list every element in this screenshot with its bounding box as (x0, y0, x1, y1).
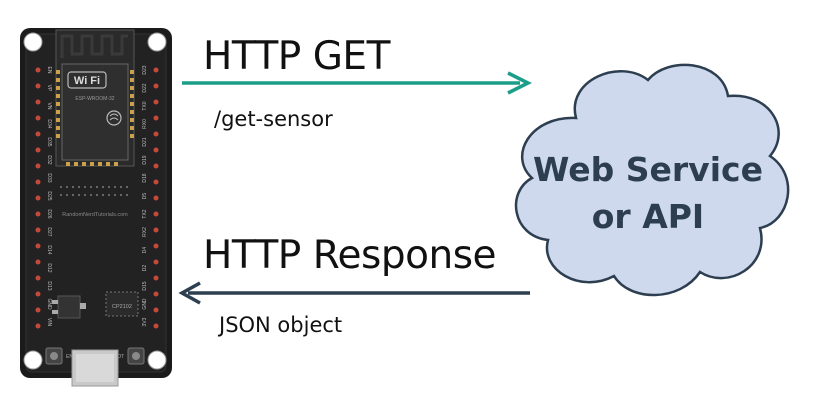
pin-label: D27 (46, 227, 52, 236)
antenna-icon (60, 34, 128, 58)
mount-hole-icon (147, 350, 167, 370)
pin-label: D14 (46, 245, 52, 254)
wifi-module: Wi Fi ESP-WROOM-32 (55, 29, 135, 167)
pin-label: D26 (46, 209, 52, 218)
board-watermark: RandomNerdTutorials.com (62, 212, 128, 218)
pin-label: D4 (142, 247, 148, 254)
request-path: /get-sensor (214, 107, 333, 131)
en-button-label: EN (66, 354, 73, 360)
module-label: ESP-WROOM-32 (75, 96, 114, 102)
pin-label: D22 (142, 83, 148, 92)
cloud-icon (514, 63, 790, 297)
pin-label: GND (46, 298, 52, 310)
header-pins-right (153, 67, 159, 329)
wifi-logo-icon (67, 71, 107, 89)
usb-chip-icon (105, 291, 139, 317)
header-pins-left (35, 67, 41, 329)
request-arrow (182, 71, 532, 95)
request-title: HTTP GET (203, 34, 390, 79)
pin-label: VP (46, 85, 52, 92)
pin-label: D19 (142, 155, 148, 164)
response-arrow (178, 281, 530, 305)
pin-label: VIN (46, 318, 52, 327)
response-title: HTTP Response (203, 233, 497, 278)
pin-label: D25 (46, 191, 52, 200)
pin-label: EN (46, 67, 52, 74)
regulator-icon (57, 295, 81, 319)
cloud-label-line1: Web Service (533, 150, 763, 189)
pin-label: D32 (46, 155, 52, 164)
pin-label: D18 (142, 173, 148, 182)
esp32-board: Wi Fi ESP-WROOM-32 (20, 28, 172, 387)
wifi-logo-text: Wi Fi (74, 75, 100, 87)
response-payload: JSON object (219, 313, 343, 337)
pin-label: D12 (46, 263, 52, 272)
pin-label: D34 (46, 119, 52, 128)
pin-label: D5 (142, 193, 148, 200)
pin-label: VN (46, 103, 52, 110)
mount-hole-icon (147, 32, 167, 52)
pin-label: D21 (142, 137, 148, 146)
cloud-label-line2: or API (591, 197, 705, 236)
espressif-logo-icon (106, 110, 122, 126)
pin-label: TX2 (142, 209, 148, 218)
pin-label: GND (142, 298, 148, 310)
pin-label: RX0 (142, 119, 148, 129)
usb-chip-label: CP2102 (112, 304, 132, 310)
pin-label: D13 (46, 281, 52, 290)
mount-hole-icon (23, 32, 43, 52)
pin-label: D15 (142, 281, 148, 290)
pin-label: D33 (46, 173, 52, 182)
mount-hole-icon (23, 350, 43, 370)
pin-label: D2 (142, 265, 148, 272)
pin-label: D23 (142, 65, 148, 74)
pin-label: D35 (46, 137, 52, 146)
pin-label: RX2 (142, 227, 148, 237)
pin-label: TX0 (142, 101, 148, 110)
pin-label: 3V3 (142, 317, 148, 326)
